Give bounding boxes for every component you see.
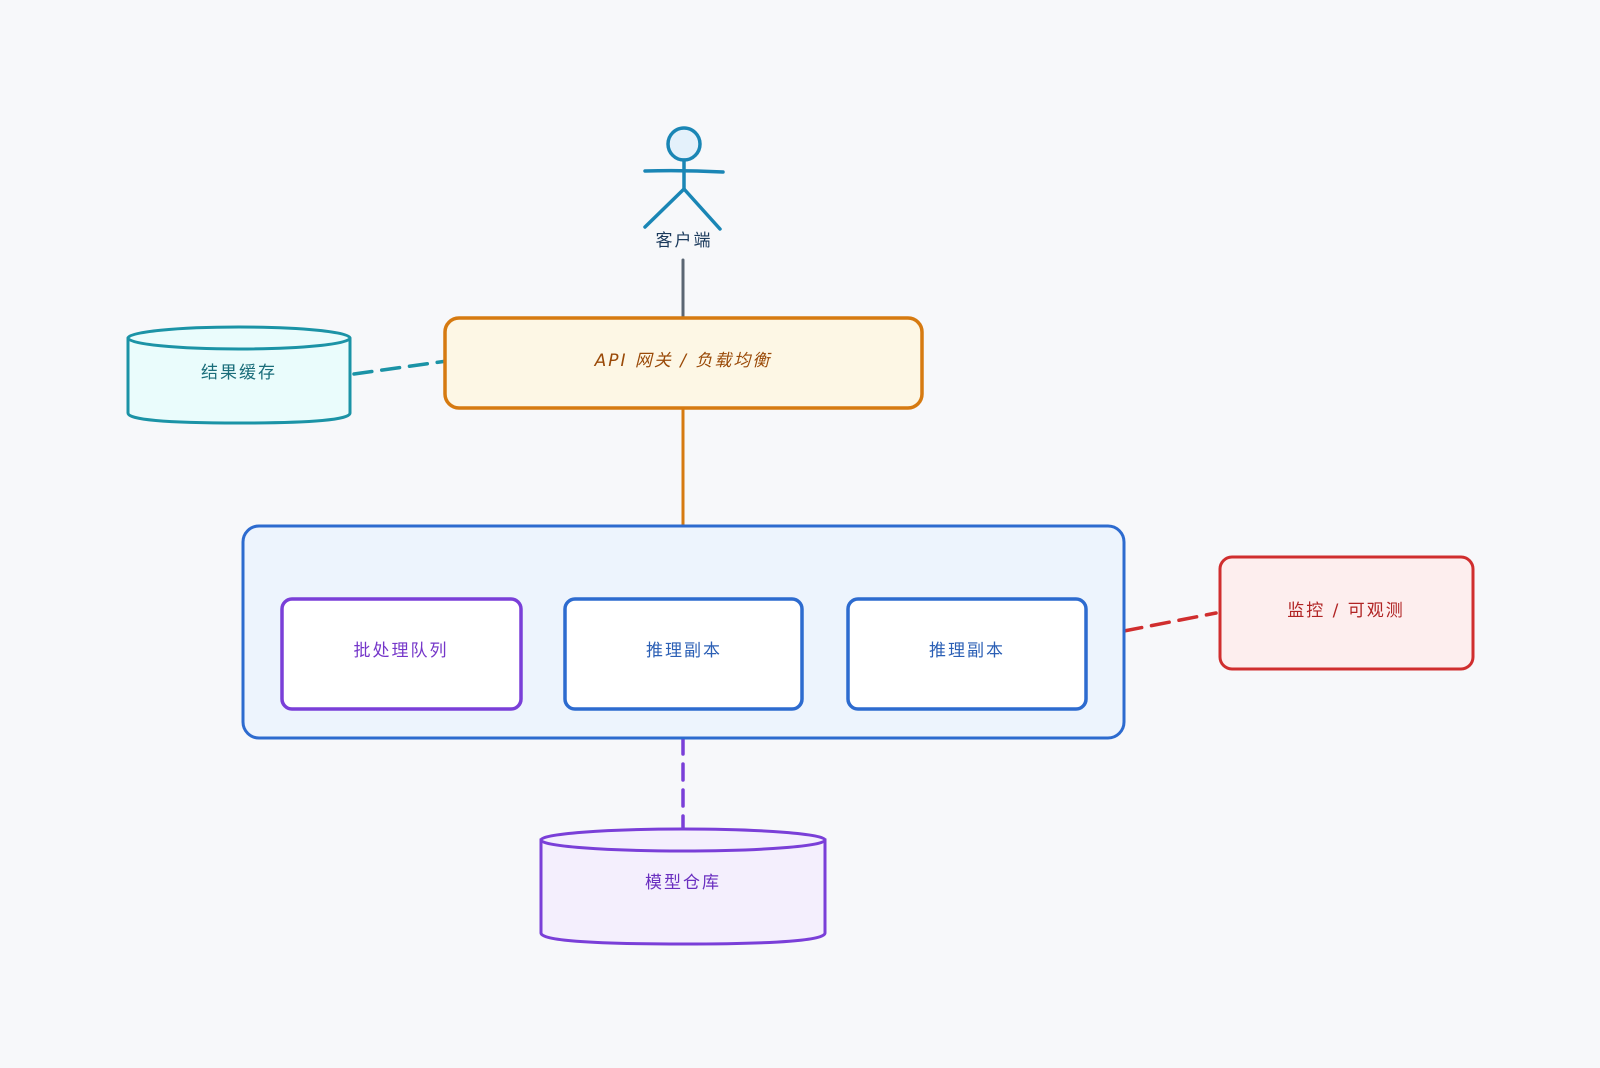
person-legs [643, 187, 722, 231]
monitor-box [1218, 555, 1475, 671]
model-store-label: 模型仓库 [645, 873, 721, 893]
cache-cylinder-top [126, 325, 352, 351]
inference-cluster: 批处理队列 推理副本 推理副本 [241, 524, 1126, 740]
person-arms [643, 168, 725, 174]
client-node[interactable]: 客户端 [643, 126, 725, 251]
inference-replica-box-1 [563, 597, 804, 711]
person-icon [643, 126, 725, 231]
person-head [666, 126, 702, 162]
model-store-cylinder-body [539, 838, 827, 946]
inference-replica-label-2: 推理副本 [929, 641, 1005, 661]
edges [352, 258, 1218, 830]
client-label: 客户端 [656, 231, 713, 251]
batch-queue-node[interactable]: 批处理队列 [280, 597, 523, 711]
inference-replica-node-2[interactable]: 推理副本 [846, 597, 1088, 711]
inference-replica-label-1: 推理副本 [646, 641, 722, 661]
batch-queue-label: 批处理队列 [354, 641, 449, 661]
cache-node[interactable]: 结果缓存 [126, 325, 352, 425]
cache-cylinder-body [126, 337, 352, 425]
gateway-node[interactable]: API 网关 / 负载均衡 [443, 316, 924, 410]
cache-label: 结果缓存 [201, 363, 277, 383]
monitor-node[interactable]: 监控 / 可观测 [1218, 555, 1475, 671]
edge-cluster-monitor [1122, 611, 1218, 633]
model-store-cylinder-top [539, 827, 827, 853]
gateway-label: API 网关 / 负载均衡 [594, 351, 773, 371]
database-icon [126, 325, 352, 425]
edge-cache-gateway [352, 359, 449, 376]
monitor-label: 监控 / 可观测 [1287, 601, 1405, 621]
inference-replica-node-1[interactable]: 推理副本 [563, 597, 804, 711]
gateway-box [443, 316, 924, 410]
database-icon [539, 827, 827, 946]
batch-queue-box [280, 597, 523, 711]
model-store-node[interactable]: 模型仓库 [539, 827, 827, 946]
inference-replica-box-2 [846, 597, 1088, 711]
